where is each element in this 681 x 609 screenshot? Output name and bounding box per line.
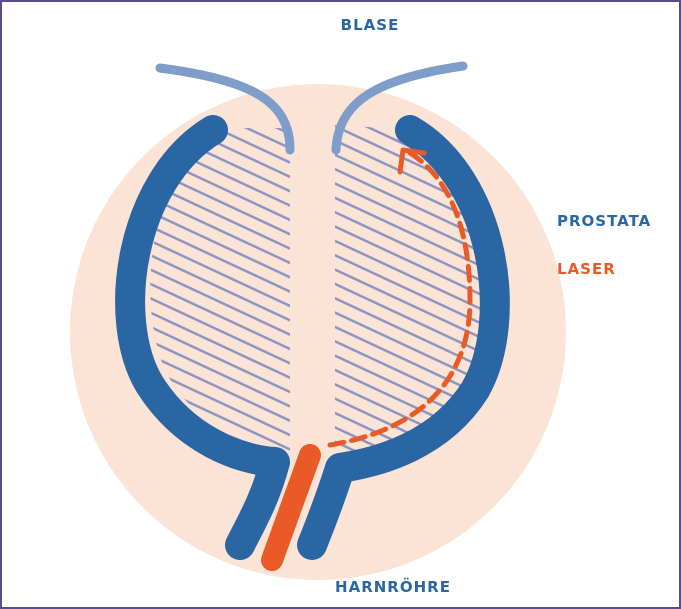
label-harnroehre: HARNRÖHRE [335,577,451,596]
label-prostata: PROSTATA [557,212,651,230]
label-laser: LASER [557,260,616,278]
urethra-lumen [290,95,335,455]
label-blase: BLASE [341,16,400,34]
